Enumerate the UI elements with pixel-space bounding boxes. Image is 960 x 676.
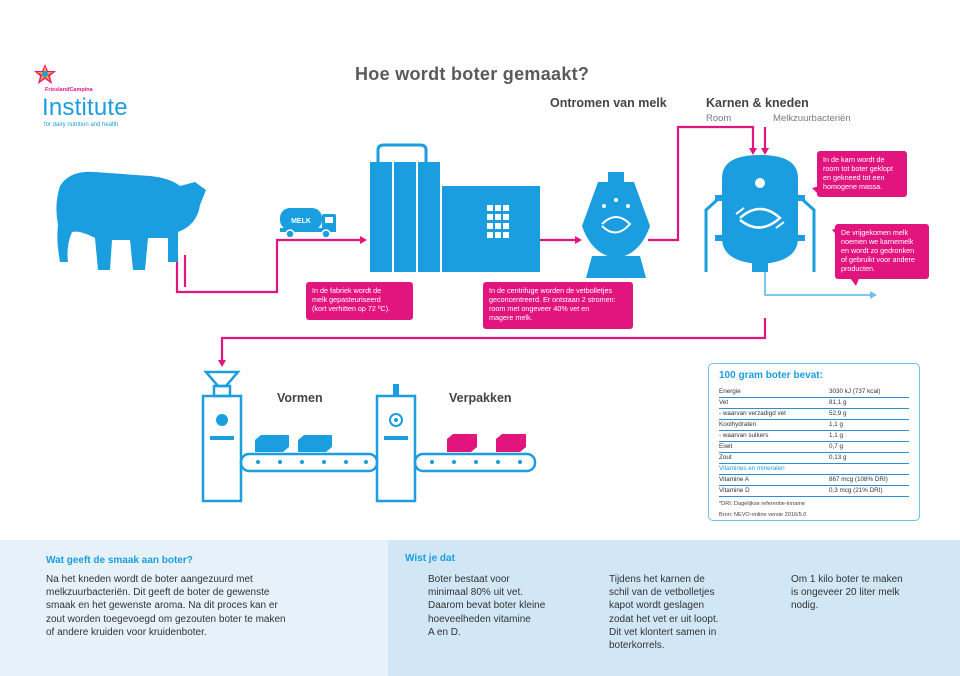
stage-karnen: Karnen & kneden <box>706 96 809 110</box>
page-title: Hoe wordt boter gemaakt? <box>355 64 590 84</box>
factory-icon <box>370 143 540 272</box>
input-melkzuur-label: Melkzuurbacteriën <box>773 113 851 124</box>
smaak-text: Na het kneden wordt de boter aangezuurd … <box>46 574 286 638</box>
brand-parent-name: FrieslandCampina <box>45 87 93 93</box>
butter-package-icon <box>447 434 526 452</box>
buttermilk-flow-line <box>764 270 870 296</box>
process-flow-line <box>175 125 767 360</box>
nutrition-section-header: Vitamines en mineralen <box>719 464 909 475</box>
packing-machine-icon <box>375 384 417 503</box>
arrow-icon <box>761 148 769 155</box>
forming-machine-icon <box>201 370 243 503</box>
churn-icon <box>704 155 816 272</box>
arrow-icon <box>218 360 226 367</box>
brand-star-icon <box>34 64 56 84</box>
conveyor-belt-icon <box>239 452 537 473</box>
milk-truck-icon: MELK <box>280 208 336 239</box>
nutrition-source: Bron: NEVO-online versie 2016/5.0 <box>719 512 807 518</box>
butter-block-icon <box>255 435 332 452</box>
stage-verpakken: Verpakken <box>449 391 512 405</box>
arrow-icon <box>749 148 757 155</box>
nutrition-title: 100 gram boter bevat: <box>719 370 823 381</box>
truck-label: MELK <box>291 218 311 225</box>
arrow-icon <box>575 236 582 244</box>
cow-icon <box>56 171 207 270</box>
brand-name: Institute <box>42 94 128 121</box>
arrow-icon <box>360 236 367 244</box>
smaak-title: Wat geeft de smaak aan boter? <box>46 555 193 566</box>
input-room-label: Room <box>706 113 732 124</box>
wist-je-dat-panel <box>388 540 960 676</box>
smaak-panel <box>0 540 388 676</box>
arrow-icon <box>870 291 877 299</box>
nutrition-footnote: *DRI: Dagelijkse referentie-inname <box>719 501 806 507</box>
brand-tagline: for dairy nutrition and health <box>44 122 119 128</box>
stage-ontromen: Ontromen van melk <box>550 96 667 110</box>
wist-title: Wist je dat <box>405 553 455 564</box>
stage-vormen: Vormen <box>277 391 323 405</box>
centrifuge-icon <box>582 172 650 278</box>
